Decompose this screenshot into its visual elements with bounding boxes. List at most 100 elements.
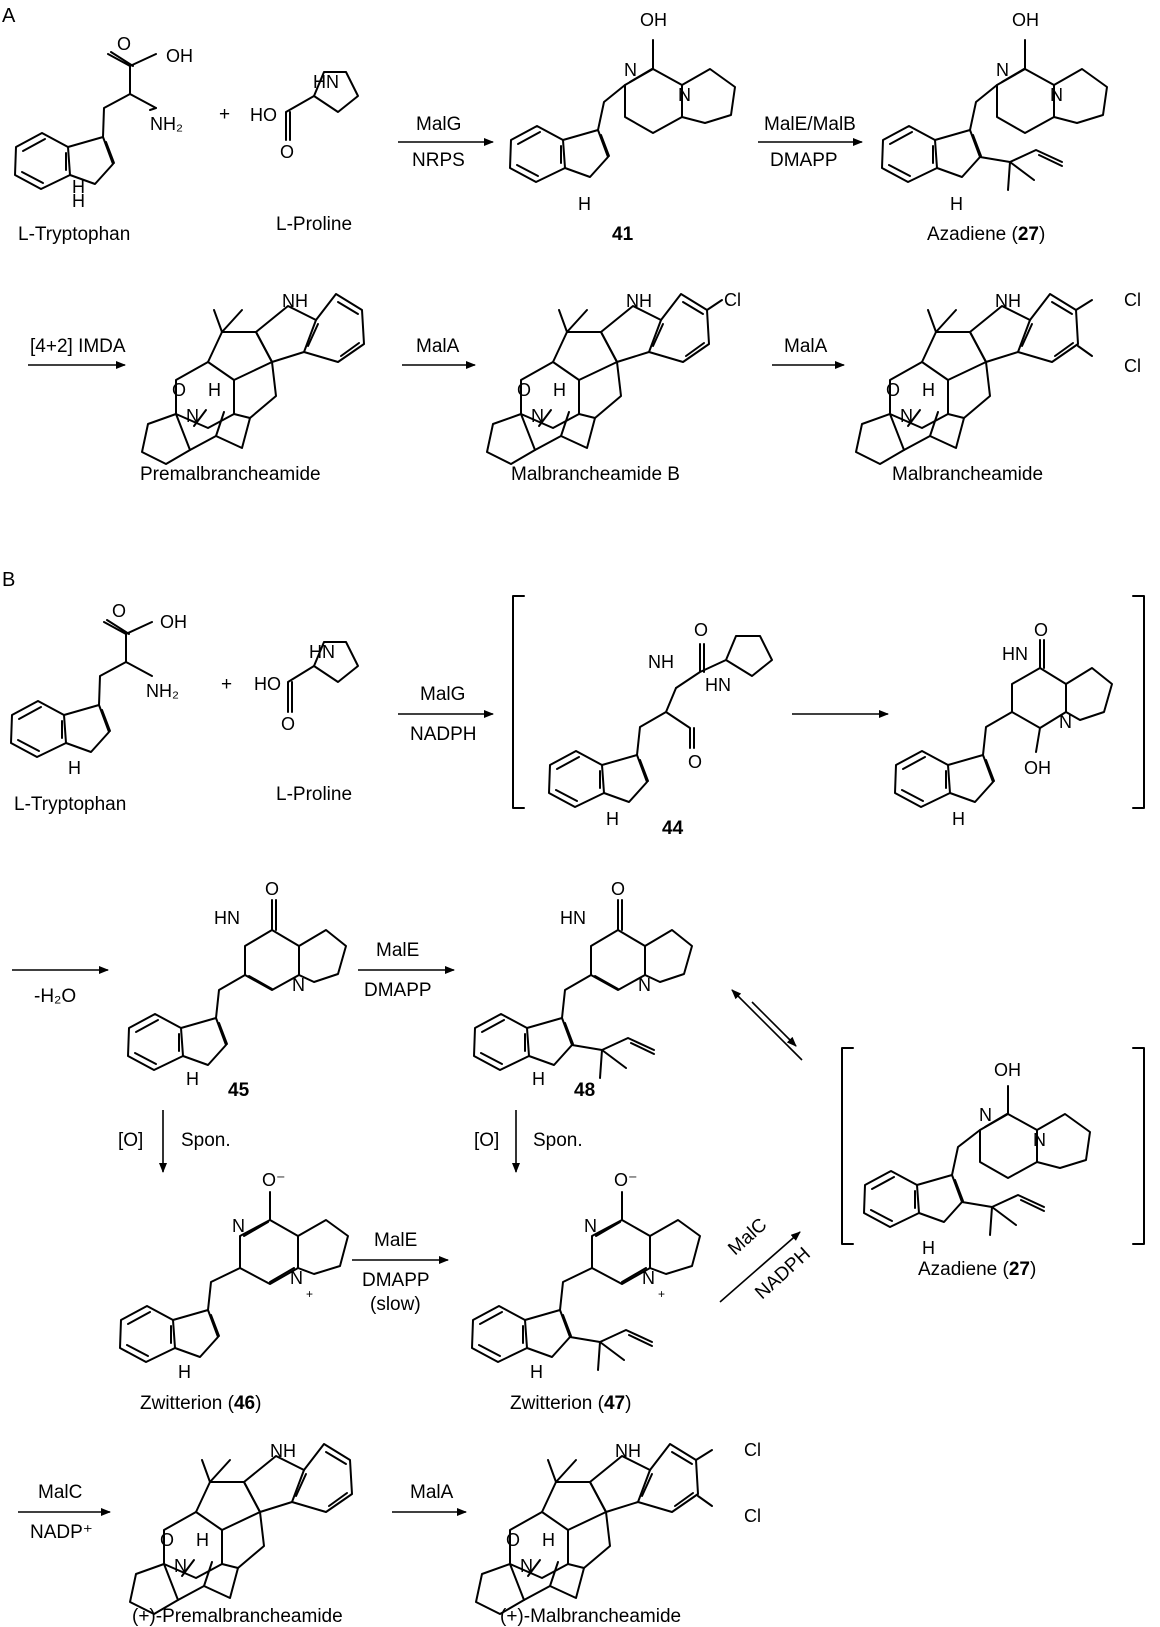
tryptophan-b-label: L-Tryptophan (14, 794, 126, 815)
arrow-malc2-bottom: NADP⁺ (30, 1522, 93, 1543)
proline-a-label: L-Proline (276, 214, 352, 235)
svg-text:Cl: Cl (1124, 356, 1141, 376)
svg-text:O: O (886, 380, 900, 400)
svg-text:H: H (68, 758, 81, 778)
arrow-mala-b-label: MalA (410, 1482, 454, 1503)
premalbrancheamide-a-label: Premalbrancheamide (140, 464, 321, 485)
svg-text:N: N (900, 406, 913, 426)
premalbrancheamide-structure-b: NH O N H (129, 1441, 353, 1615)
arrow-male2-bottom: (slow) (370, 1294, 421, 1315)
svg-text:NH: NH (626, 291, 652, 311)
azadiene-b-label: Azadiene (27) (918, 1259, 1036, 1280)
svg-text:H: H (530, 1362, 543, 1382)
svg-text:O⁻: O⁻ (614, 1170, 638, 1190)
arrow4-a-top: MalA (416, 336, 460, 357)
arrow-malc-bottom: NADPH (751, 1244, 814, 1304)
spon-right: Spon. (533, 1130, 583, 1151)
proline-structure-a: HN HO O (250, 71, 359, 162)
spon-left: Spon. (181, 1130, 231, 1151)
svg-text:HO: HO (250, 105, 277, 125)
malbrancheamide-structure-b: NH Cl Cl O N H (475, 1440, 761, 1615)
ox-right: [O] (474, 1130, 499, 1151)
svg-text:N: N (292, 975, 305, 995)
ox-left: [O] (118, 1130, 143, 1151)
svg-text:O: O (172, 380, 186, 400)
svg-text:NH: NH (270, 1441, 296, 1461)
zwitterion-46-label: Zwitterion (46) (140, 1393, 261, 1414)
premalbrancheamide-b-label: (+)-Premalbrancheamide (132, 1606, 343, 1627)
svg-text:HN: HN (560, 908, 586, 928)
bracket-left-44 (512, 595, 525, 809)
svg-text:N: N (290, 1268, 303, 1288)
svg-text:HN: HN (313, 72, 339, 92)
svg-text:N: N (174, 1556, 187, 1576)
svg-text:N: N (996, 60, 1009, 80)
svg-text:HN: HN (705, 675, 731, 695)
svg-text:N: N (232, 1216, 245, 1236)
svg-text:OH: OH (1012, 10, 1039, 30)
bracket-left-27 (841, 1047, 854, 1245)
compound-45-structure: HN O N H (127, 879, 347, 1089)
zwitterion-47-label: Zwitterion (47) (510, 1393, 631, 1414)
compound-44-structure: NH O HN O H (548, 620, 773, 829)
plus-b: + (221, 674, 232, 695)
svg-text:O: O (160, 1530, 174, 1550)
svg-text:NH₂: NH₂ (146, 681, 179, 701)
svg-text:N: N (186, 406, 199, 426)
arrow1-b-top: MalG (420, 684, 465, 705)
svg-text:O: O (265, 879, 279, 899)
tryptophan-structure-b: OH O NH₂ H (10, 601, 187, 778)
svg-text:H: H (186, 1069, 199, 1089)
tryptophan-structure-a: OH O NH₂ H (14, 34, 193, 197)
malbrancheamide-b-structure: NH Cl O N H (486, 290, 741, 465)
malbrancheamide-structure-a: NH Cl Cl O N H (855, 290, 1141, 465)
svg-text:Cl: Cl (744, 1506, 761, 1526)
svg-text:OH: OH (994, 1060, 1021, 1080)
svg-text:H: H (542, 1530, 555, 1550)
svg-text:N: N (638, 975, 651, 995)
svg-text:OH: OH (1024, 758, 1051, 778)
svg-text:H: H (553, 380, 566, 400)
svg-text:H: H (208, 380, 221, 400)
arrow3-a-top: [4+2] IMDA (30, 336, 126, 357)
svg-text:HN: HN (1002, 644, 1028, 664)
svg-text:H: H (196, 1530, 209, 1550)
svg-text:O⁻: O⁻ (262, 1170, 286, 1190)
svg-text:H: H (72, 177, 85, 197)
arrow-dehydration-label: -H₂O (34, 986, 76, 1007)
compound-48-label: 48 (574, 1080, 595, 1101)
arrow-male2-top: MalE (374, 1230, 417, 1251)
premalbrancheamide-structure-a: NH O N H (141, 291, 365, 465)
bracket-right-27 (1132, 1047, 1145, 1245)
malbrancheamide-b-product-label: (+)-Malbrancheamide (500, 1606, 681, 1627)
svg-text:+: + (306, 1287, 313, 1301)
panel-b-label: B (2, 569, 15, 591)
svg-text:NH: NH (615, 1441, 641, 1461)
arrow1-b-bottom: NADPH (410, 724, 477, 745)
svg-text:NH: NH (282, 291, 308, 311)
svg-text:N: N (1033, 1130, 1046, 1150)
tryptophan-a-label: L-Tryptophan (18, 224, 130, 245)
zwitterion-46-structure: O⁻ N N + H (119, 1170, 349, 1382)
svg-text:+: + (658, 1287, 665, 1301)
svg-text:N: N (678, 85, 691, 105)
compound-45-label: 45 (228, 1080, 250, 1101)
svg-text:O: O (517, 380, 531, 400)
proline-b-label: L-Proline (276, 784, 352, 805)
svg-text:Cl: Cl (724, 290, 741, 310)
svg-text:O: O (281, 714, 295, 734)
compound-48-structure: HN O N H (473, 879, 693, 1089)
tryptophan-a-nh: H (72, 191, 85, 211)
svg-text:O: O (688, 752, 702, 772)
plus-a: + (219, 104, 230, 125)
svg-text:O: O (694, 620, 708, 640)
svg-text:N: N (979, 1105, 992, 1125)
azadiene-27-structure-a: OH N N H (881, 10, 1108, 214)
panel-a-label: A (2, 5, 16, 27)
svg-text:OH: OH (166, 46, 193, 66)
svg-text:HN: HN (214, 908, 240, 928)
compound-44-label: 44 (662, 818, 684, 839)
arrow2-a-bottom: DMAPP (770, 150, 838, 171)
arrow-malc-nadph (719, 1231, 801, 1303)
